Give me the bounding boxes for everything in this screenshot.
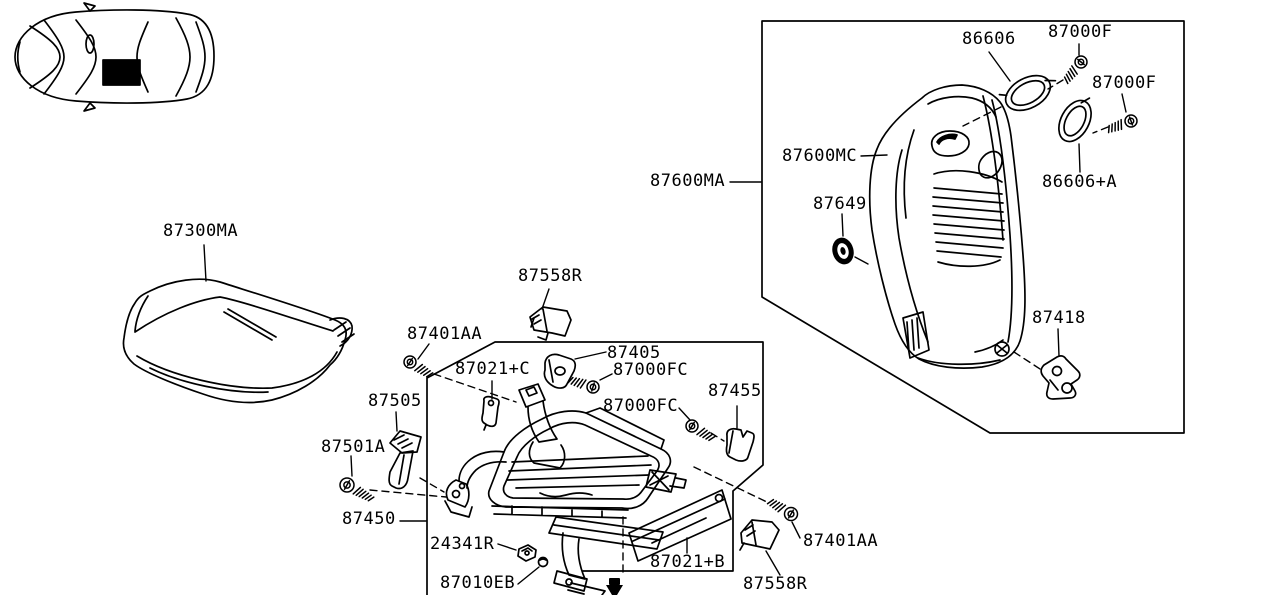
cover-87405 [543, 353, 577, 389]
dashed-link-5 [1047, 79, 1064, 90]
dashed-link-4 [710, 432, 725, 442]
dashed-link-2 [419, 477, 445, 493]
part-label-87401AA-top: 87401AA [407, 324, 483, 344]
seatback-rib-stitching [932, 187, 1005, 258]
leader-87000F-2 [1121, 93, 1127, 113]
cover-87455 [725, 427, 755, 462]
car-top-view [14, 2, 215, 112]
headrest-bezel-86606A [1058, 97, 1092, 143]
leader-87300MA [203, 244, 207, 282]
clip-87558R-top [529, 306, 572, 341]
part-label-87405: 87405 [607, 343, 661, 363]
part-label-87455: 87455 [708, 381, 762, 401]
leader-86606A [1078, 143, 1081, 173]
dashed-links [369, 79, 1109, 578]
floor-anchor-icon [606, 578, 623, 595]
dashed-link-1 [369, 489, 447, 498]
leader-87600MC [860, 154, 888, 157]
part-label-87000F-2: 87000F [1092, 73, 1157, 93]
screw-87000F-1 [1063, 55, 1088, 85]
part-label-86606A: 86606+A [1042, 172, 1118, 192]
screw-87000F-2 [1107, 114, 1138, 134]
leader-87505 [395, 411, 398, 432]
seatback-box [761, 20, 1185, 434]
headrest-bezel-86606 [998, 74, 1057, 112]
part-label-87000FC-2: 87000FC [603, 396, 679, 416]
part-label-86606: 86606 [962, 29, 1016, 49]
seat-cushion-drawing [122, 278, 355, 404]
bracket-87505 [388, 430, 422, 490]
dashed-link-7 [1092, 126, 1109, 134]
part-label-87000FC-1: 87000FC [613, 360, 689, 380]
leader-87558R-bottom [765, 550, 781, 576]
seatbelt-buckle-head [518, 383, 546, 408]
part-label-87505: 87505 [368, 391, 422, 411]
extra-leader-0 [854, 256, 869, 265]
detail-box [426, 341, 764, 595]
dashed-link-6 [962, 106, 1002, 127]
leader-87401AA-bottom [791, 521, 801, 539]
part-label-87300MA: 87300MA [163, 221, 239, 241]
seat-frame-drawing [444, 383, 687, 595]
part-label-87600MA: 87600MA [650, 171, 726, 191]
leader-86606 [988, 51, 1011, 82]
screws [339, 55, 1138, 522]
part-label-87401AA-bottom: 87401AA [803, 531, 879, 551]
detail-boxes [426, 20, 1185, 595]
leader-87401AA-top [417, 343, 430, 360]
leader-lines [203, 43, 1127, 585]
screw-87000FC-1 [567, 376, 600, 394]
grommet-87649 [832, 237, 854, 265]
clip-87558R-bottom [739, 519, 780, 551]
screw-87000FC-2 [685, 419, 716, 442]
part-label-87558R-bottom: 87558R [743, 574, 808, 594]
nut-24341R [517, 544, 537, 562]
seat-position-marker [102, 59, 141, 86]
rail-cover-87021B [628, 489, 732, 562]
leader-87010EB [517, 566, 540, 585]
dashed-link-0 [433, 373, 517, 403]
part-label-87418: 87418 [1032, 308, 1086, 328]
dashed-link-3 [693, 466, 770, 504]
leader-24341R [497, 543, 517, 551]
leader-87418 [1057, 328, 1060, 357]
part-label-87021B: 87021+B [650, 552, 726, 572]
part-label-24341R: 24341R [430, 534, 495, 554]
part-label-87010EB: 87010EB [440, 573, 516, 593]
stopper-87010EB [537, 556, 549, 568]
part-label-87649: 87649 [813, 194, 867, 214]
dashed-link-8 [1013, 351, 1041, 370]
leader-87501A [350, 455, 353, 477]
leader-87649 [841, 213, 844, 237]
leader-87558R-top [541, 288, 550, 310]
part-label-87600MC: 87600MC [782, 146, 858, 166]
part-label-87021C: 87021+C [455, 359, 531, 379]
hinge-bracket-87418 [1040, 355, 1081, 400]
part-label-87558R-top: 87558R [518, 266, 583, 286]
screw-87501A [339, 477, 375, 502]
part-label-87000F-1: 87000F [1048, 22, 1113, 42]
leader-87000FC-1 [599, 373, 613, 381]
holder-87021C [481, 395, 500, 431]
seatback-side-flap [902, 311, 930, 359]
leader-87000FC-2 [678, 407, 691, 421]
part-label-87501A: 87501A [321, 437, 386, 457]
part-label-87450: 87450 [342, 509, 396, 529]
screw-87401AA-top [403, 355, 434, 378]
seatback-drawing [868, 84, 1026, 369]
leader-87405 [574, 351, 607, 360]
screw-87401AA-bottom [766, 498, 799, 522]
